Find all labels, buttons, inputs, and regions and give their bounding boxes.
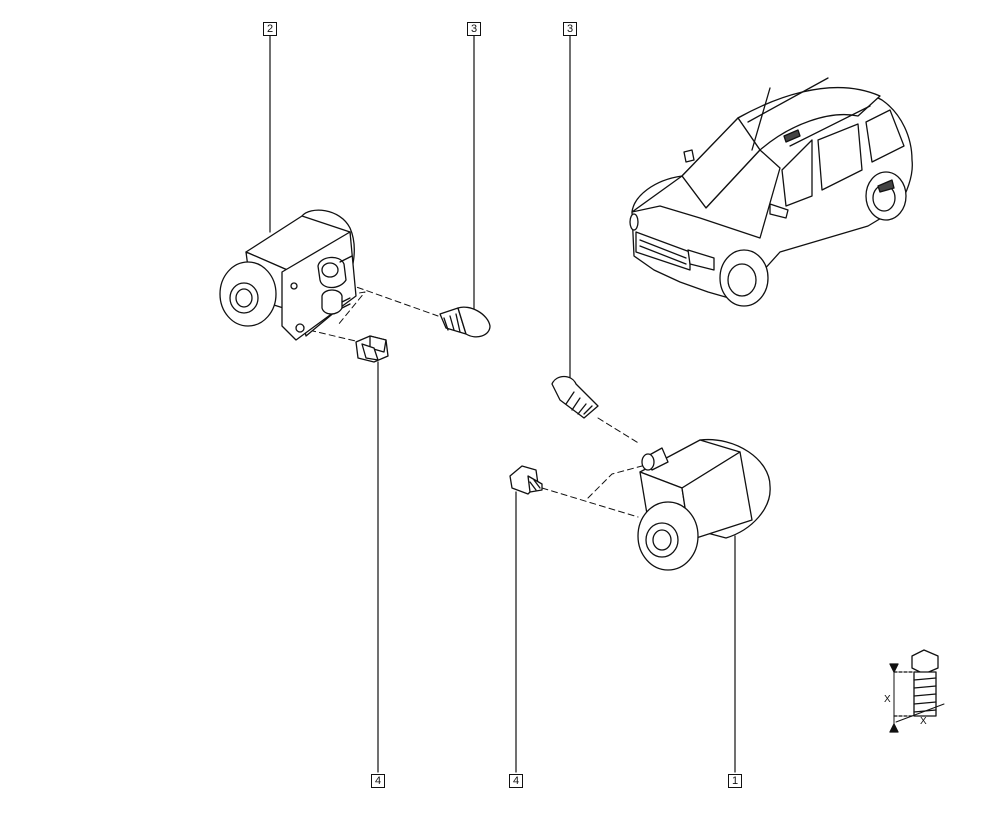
callout-2-left-cylinder: 2 bbox=[263, 22, 277, 36]
right-bleed-screw bbox=[551, 375, 599, 419]
callout-4-left-bolt: 4 bbox=[371, 774, 385, 788]
bolt-dimension-label-horizontal: X bbox=[920, 716, 927, 727]
bolt-dimension-label-vertical: X bbox=[884, 694, 891, 705]
left-bolt bbox=[355, 335, 389, 363]
left-bleed-screw bbox=[439, 306, 491, 338]
right-wheel-cylinder bbox=[637, 438, 771, 571]
left-wheel-cylinder bbox=[219, 209, 357, 341]
bolt-dimension-icon bbox=[889, 649, 945, 733]
callout-3-left-bleed-screw: 3 bbox=[467, 22, 481, 36]
vehicle-illustration bbox=[629, 77, 913, 307]
callout-3-right-bleed-screw: 3 bbox=[563, 22, 577, 36]
callout-4-right-bolt: 4 bbox=[509, 774, 523, 788]
callout-1-right-cylinder: 1 bbox=[728, 774, 742, 788]
right-bolt bbox=[509, 465, 543, 495]
assembly-dash-lines bbox=[299, 283, 643, 518]
leader-lines bbox=[269, 35, 736, 773]
